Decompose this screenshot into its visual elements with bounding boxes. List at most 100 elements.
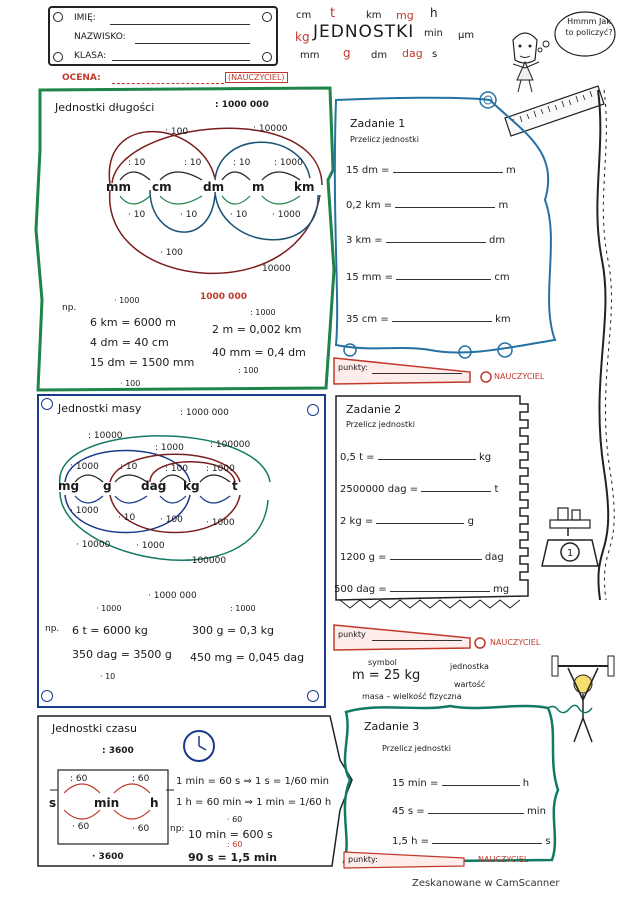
time-unit-s: s [49, 796, 57, 810]
mass-ex1-above: · 1000 [96, 604, 122, 613]
task2-title: Zadanie 2 [346, 403, 402, 416]
time-div-2: : 60 [132, 774, 150, 784]
corner-screw-icon [41, 398, 53, 410]
mass-bot-7: · 100000 [186, 556, 227, 566]
task1-row-4-answer[interactable] [396, 279, 492, 280]
title-units-min: min [424, 28, 443, 39]
time-fact-2: 1 h = 60 min ⇒ 1 min = 1/60 h [176, 797, 332, 808]
task1-row-4: 15 mm = cm [346, 272, 526, 283]
task1-row-1-answer[interactable] [392, 172, 503, 173]
task3-row-1: 15 min = h [392, 778, 529, 789]
grade-field[interactable] [112, 83, 224, 84]
length-ex4: 2 m = 0,002 km [212, 323, 302, 336]
length-mul-4: · 1000 [272, 210, 301, 220]
task2-row-5-answer[interactable] [389, 591, 490, 592]
length-bottom-small: · 100 [160, 248, 183, 258]
title-units-cm: cm [296, 10, 312, 21]
task3-subtitle: Przelicz jednostki [382, 744, 452, 753]
task2-row-3-answer[interactable] [376, 523, 465, 524]
title-units-mm: mm [300, 50, 320, 61]
task2-teacher: NAUCZYCIEL [490, 638, 541, 647]
mass-unit-dag: dag [141, 479, 167, 493]
class-label: KLASA: [74, 51, 107, 61]
task1-row-5-unit: km [495, 314, 511, 325]
mass-unit-mg: mg [58, 479, 80, 493]
surname-field[interactable] [135, 43, 250, 44]
mass-top-6: : 100 [165, 464, 189, 474]
task1-title: Zadanie 1 [350, 117, 406, 130]
length-unit-km: km [294, 180, 315, 194]
class-field[interactable] [112, 60, 250, 61]
task2-row-2-left: 2500000 dag = [340, 484, 419, 495]
task2-row-3: 2 kg = g [340, 516, 474, 527]
task2-points-label: punkty [338, 630, 366, 639]
length-unit-cm: cm [152, 180, 172, 194]
task1-row-1-unit: m [505, 165, 516, 176]
task1-row-1-left: 15 dm = [346, 165, 390, 176]
task3-row-3-unit: s [545, 836, 551, 847]
name-field[interactable] [110, 24, 250, 25]
length-div-2: : 10 [184, 158, 202, 168]
mass-top-4: : 1000 [70, 462, 99, 472]
time-ex-above2: : 60 [227, 840, 243, 849]
time-div-1: : 60 [70, 774, 88, 784]
task1-row-5-left: 35 cm = [346, 314, 389, 325]
task1-row-5-answer[interactable] [391, 321, 492, 322]
task1-points-field[interactable] [372, 373, 462, 374]
time-example-label: np: [170, 824, 185, 834]
task1-row-2-left: 0,2 km = [346, 200, 393, 211]
task2-row-5-unit: mg [493, 584, 510, 595]
mass-bot-5: · 10000 [76, 540, 111, 550]
time-title: Jednostki czasu [52, 722, 137, 735]
task2-subtitle: Przelicz jednostki [346, 420, 416, 429]
title-units-t: t [330, 6, 336, 21]
page-title: JEDNOSTKI [313, 22, 415, 42]
title-units-dag: dag [402, 47, 423, 60]
task1-teacher: NAUCZYCIEL [494, 372, 545, 381]
task1-row-3: 3 km = dm [346, 235, 526, 246]
task3-row-1-answer[interactable] [441, 785, 520, 786]
task2-row-2: 2500000 dag = t [340, 484, 498, 495]
length-mul-3: · 10 [230, 210, 248, 220]
teacher-label: (NAUCZYCIEL) [225, 72, 288, 83]
mass-top-7: : 1000 [206, 464, 235, 474]
mass-unit-g: g [103, 479, 112, 493]
length-bottom-conv: 1000 000 [200, 292, 247, 302]
length-ex2: 4 dm = 40 cm [90, 336, 169, 349]
task1-points-label: punkty: [338, 363, 368, 372]
task2-row-5-left: 500 dag = [334, 584, 387, 595]
symbol-note-symbol: symbol [368, 658, 397, 667]
title-units-h: h [430, 6, 438, 20]
task1-row-2: 0,2 km = m [346, 200, 526, 211]
task2-points-field[interactable] [372, 640, 462, 641]
task3-teacher: NAUCZYCIEL [478, 855, 529, 864]
mass-example-label: np. [45, 624, 60, 634]
task1-row-2-answer[interactable] [395, 207, 496, 208]
task2-row-2-answer[interactable] [421, 491, 492, 492]
task3-row-2-answer[interactable] [427, 813, 524, 814]
task1-row-3-unit: dm [489, 235, 506, 246]
task1-row-1: 15 dm = m [346, 165, 526, 176]
corner-screw-icon [262, 12, 272, 22]
length-example-label: np. [62, 303, 77, 313]
time-ex2: 90 s = 1,5 min [188, 851, 277, 864]
task2-row-4-answer[interactable] [389, 559, 482, 560]
length-unit-m: m [252, 180, 265, 194]
length-outer-top2: : 10000 [253, 124, 288, 134]
task1-row-3-answer[interactable] [385, 242, 486, 243]
mass-top-conv: : 1000 000 [180, 408, 229, 418]
task3-row-3-answer[interactable] [432, 843, 543, 844]
task3-points-label: punkty: [348, 855, 378, 864]
length-mul-1: · 10 [128, 210, 146, 220]
task2-row-1-answer[interactable] [377, 459, 476, 460]
corner-screw-icon [41, 690, 53, 702]
task3-row-2-unit: min [527, 806, 546, 817]
